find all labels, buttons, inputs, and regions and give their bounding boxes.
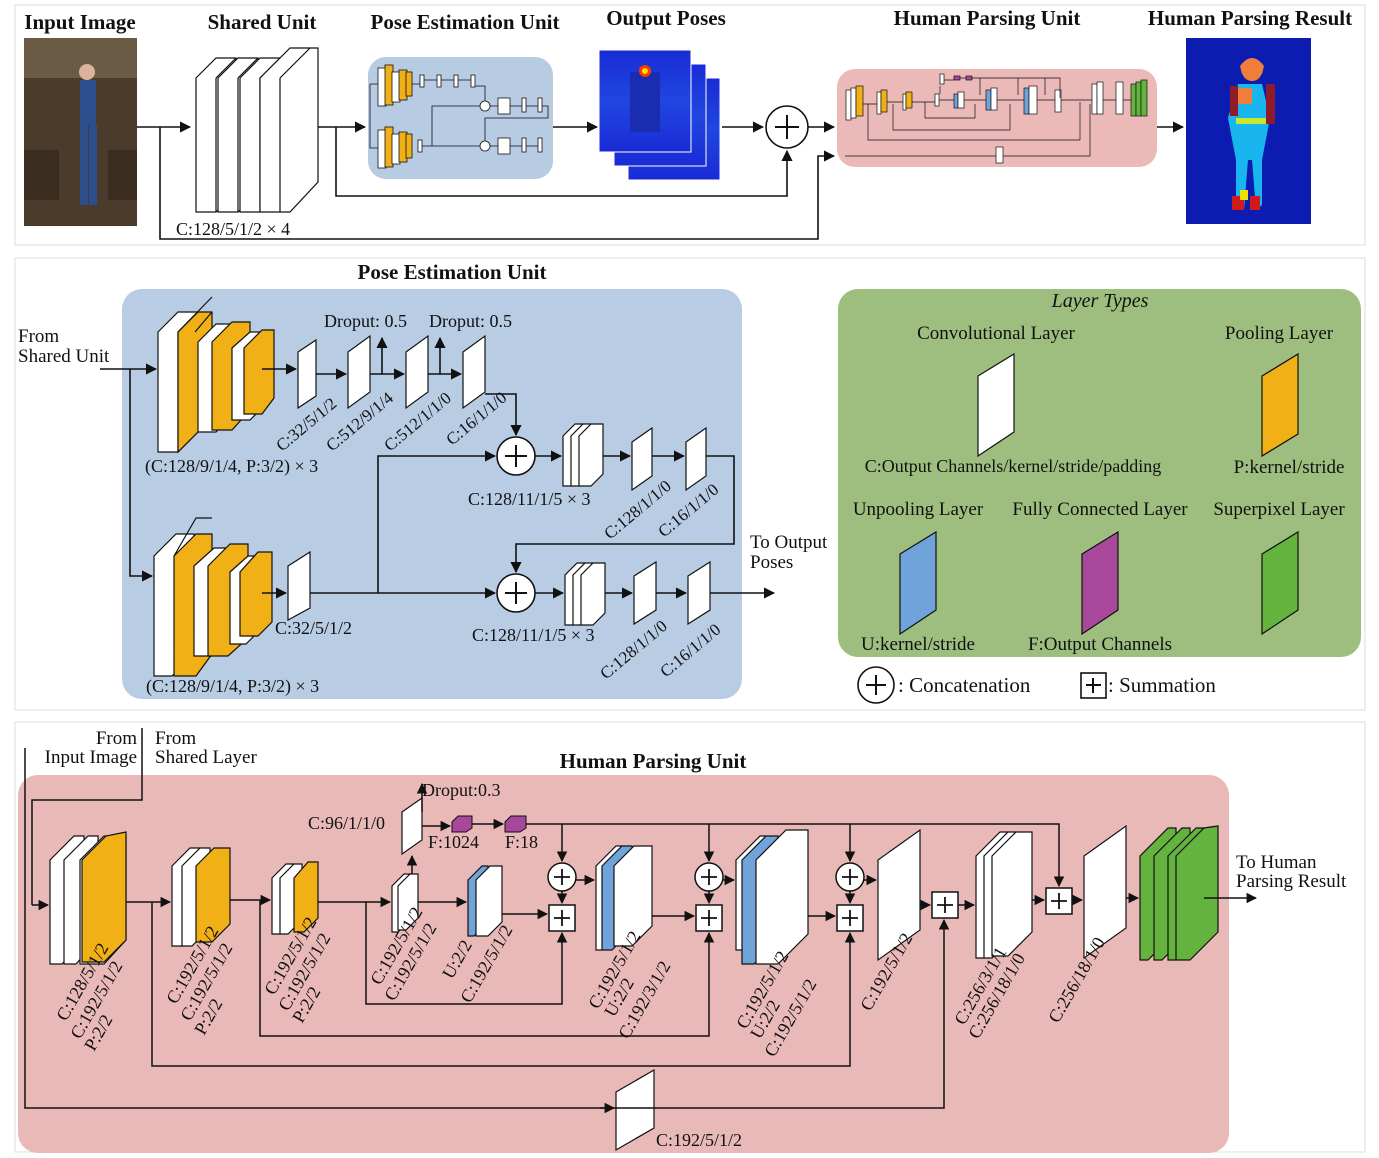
parsing-merge-nodes — [547, 862, 1073, 932]
pose-to-output-1: To Output — [750, 532, 828, 553]
parsing-conv-256-final — [1083, 824, 1127, 960]
legend-sum-plus — [1086, 678, 1101, 693]
pose-dropout-1: Droput: 0.5 — [324, 311, 407, 331]
parsing-fc-layers — [451, 815, 527, 833]
pose-to-output-2: Poses — [750, 552, 793, 573]
parsing-superpixel-layers — [1139, 825, 1219, 961]
parsing-to-result-1: To Human — [1236, 852, 1317, 873]
pose-stack-2 — [153, 517, 273, 677]
pose-mid-chain-1 — [562, 423, 707, 492]
pose-c32b-layer — [287, 550, 311, 622]
top-parsing-result-title: Human Parsing Result — [1148, 6, 1352, 30]
parsing-from-shared-1: From — [155, 728, 196, 749]
parsing-unpool-2 — [595, 845, 653, 951]
legend-unpool-desc: U:kernel/stride — [861, 634, 975, 655]
parsing-block-3 — [271, 861, 319, 935]
parsing-bottom-label: C:192/5/1/2 — [656, 1130, 742, 1150]
top-concatenation-plus — [775, 115, 799, 139]
pose-from-label-2: Shared Unit — [18, 346, 110, 367]
legend-background — [838, 289, 1361, 657]
legend-unpool-label: Unpooling Layer — [853, 499, 984, 520]
legend-superpixel-swatch — [1261, 530, 1299, 636]
pose-flow-arrows — [100, 336, 776, 599]
shared-unit-label: C:128/5/1/2 × 4 — [176, 219, 290, 239]
legend-concat-plus — [866, 675, 886, 695]
parsing-block-1 — [49, 831, 127, 965]
legend-pool-label: Pooling Layer — [1225, 323, 1334, 344]
pose-stack-1 — [157, 296, 275, 454]
parsing-block-2 — [171, 847, 231, 947]
top-shared-unit-title: Shared Unit — [208, 10, 317, 34]
parsing-from-shared-2: Shared Layer — [155, 747, 257, 768]
legend-fc-swatch — [1081, 530, 1119, 636]
pose-mid-chain-2 — [564, 560, 711, 626]
pose-stack-2-label: (C:128/9/1/4, P:3/2) × 3 — [146, 676, 319, 697]
parsing-f18-label: F:18 — [505, 832, 538, 852]
parsing-thumbnail-layers — [845, 73, 1148, 164]
parsing-dropout-label: Droput:0.3 — [422, 780, 501, 800]
legend-conv-desc: C:Output Channels/kernel/stride/padding — [865, 456, 1161, 476]
parsing-c96-label: C:96/1/1/0 — [308, 813, 385, 833]
legend-pool-swatch — [1261, 352, 1299, 458]
legend-title: Layer Types — [1051, 290, 1149, 312]
pose-unit-title: Pose Estimation Unit — [358, 260, 547, 284]
top-parsing-unit-title: Human Parsing Unit — [894, 6, 1081, 30]
parsing-unpool-1 — [467, 865, 503, 937]
parsing-unit-title: Human Parsing Unit — [560, 749, 747, 773]
pose-mid-label-2: C:128/11/1/5 × 3 — [472, 625, 595, 645]
pose-thumbnail-wires — [369, 79, 549, 149]
pose-stack-1-label: (C:128/9/1/4, P:3/2) × 3 — [145, 456, 318, 477]
top-input-image-title: Input Image — [24, 10, 135, 34]
parsing-block-4 — [391, 796, 423, 933]
legend-concat-text: : Concatenation — [898, 673, 1031, 697]
parsing-conv-256 — [975, 831, 1033, 959]
parsing-result-image — [1186, 38, 1311, 224]
legend-sum-text: : Summation — [1108, 673, 1216, 697]
legend-conv-swatch — [977, 352, 1015, 458]
pose-thumbnail-layers — [377, 64, 543, 169]
pose-from-label-1: From — [18, 326, 59, 347]
parsing-unit-background — [18, 775, 1229, 1153]
top-pose-unit-title: Pose Estimation Unit — [371, 10, 560, 34]
pose-top-chain — [297, 334, 486, 410]
legend-fc-label: Fully Connected Layer — [1012, 499, 1188, 520]
parsing-conv-192 — [877, 828, 921, 962]
parsing-thumbnail-wires — [845, 77, 1131, 157]
top-output-poses-title: Output Poses — [606, 6, 726, 30]
parsing-from-image-1: From — [96, 728, 137, 749]
pose-mid-label-1: C:128/11/1/5 × 3 — [468, 489, 591, 509]
parsing-to-result-2: Parsing Result — [1236, 871, 1347, 892]
legend-pool-desc: P:kernel/stride — [1234, 457, 1345, 478]
top-panel-border — [14, 4, 1366, 246]
legend-fc-desc: F:Output Channels — [1028, 634, 1172, 655]
legend-unpool-swatch — [899, 530, 937, 636]
parsing-unit-thumbnail — [837, 69, 1157, 167]
top-flow-arrows — [137, 121, 1185, 240]
legend-superpixel-label: Superpixel Layer — [1213, 499, 1345, 520]
middle-panel-border — [14, 257, 1366, 711]
parsing-from-image-2: Input Image — [45, 747, 137, 768]
parsing-bottom-conv — [615, 1068, 655, 1152]
pose-dropout-2: Droput: 0.5 — [429, 311, 512, 331]
shared-unit-layers — [195, 47, 319, 213]
output-poses-heatmaps — [598, 49, 721, 181]
pose-label-c32b: C:32/5/1/2 — [275, 618, 352, 638]
parsing-f1024-label: F:1024 — [428, 832, 479, 852]
pose-concat-nodes — [496, 436, 536, 613]
parsing-unpool-3 — [735, 829, 809, 965]
legend-conv-label: Convolutional Layer — [917, 323, 1075, 344]
parsing-flow-arrows — [24, 728, 1258, 1114]
input-image-photo — [24, 38, 137, 226]
